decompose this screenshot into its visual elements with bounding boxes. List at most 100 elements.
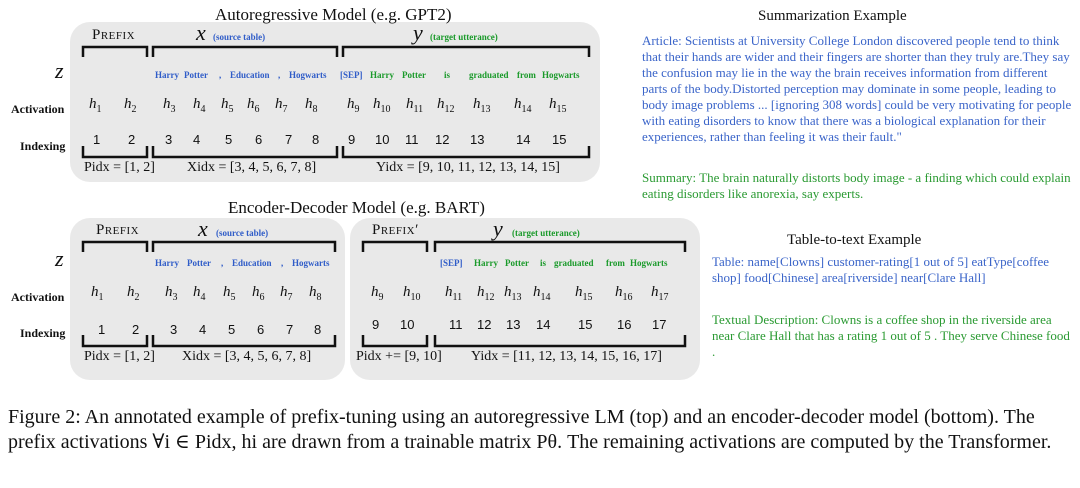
y-bracket xyxy=(341,45,591,57)
activation: h4 xyxy=(193,96,206,115)
index-number: 10 xyxy=(400,317,415,332)
x-index-formula: Xidx = [3, 4, 5, 6, 7, 8] xyxy=(187,160,317,175)
activation: h15 xyxy=(549,96,567,115)
token: Potter xyxy=(184,70,208,80)
token: Potter xyxy=(187,258,211,268)
prefix2-label: Prefix′ xyxy=(372,222,419,238)
activation: h6 xyxy=(252,284,265,303)
index-number: 3 xyxy=(165,132,173,147)
index-number: 4 xyxy=(193,132,201,147)
index-number: 13 xyxy=(470,132,485,147)
encoder-panel xyxy=(70,218,345,380)
activation-label: Activation xyxy=(11,290,65,304)
activation: h11 xyxy=(445,284,463,303)
index-number: 12 xyxy=(435,132,450,147)
x-bracket xyxy=(151,240,337,252)
activation: h12 xyxy=(437,96,455,115)
y-index-bracket xyxy=(341,146,591,159)
index-number: 2 xyxy=(132,322,140,337)
x-index-formula: Xidx = [3, 4, 5, 6, 7, 8] xyxy=(182,349,312,364)
activation: h11 xyxy=(406,96,424,115)
activation: h14 xyxy=(533,284,551,303)
activation: h10 xyxy=(403,284,421,303)
autoregressive-panel xyxy=(70,22,600,182)
index-number: 14 xyxy=(516,132,531,147)
index-number: 3 xyxy=(170,322,178,337)
index-number: 7 xyxy=(286,322,294,337)
encoder-decoder-title: Encoder-Decoder Model (e.g. BART) xyxy=(228,198,485,217)
figure-caption: Figure 2: An annotated example of prefix… xyxy=(8,406,1052,453)
index-number: 6 xyxy=(255,132,263,147)
source-table-tag: (source table) xyxy=(216,228,269,238)
x-bracket xyxy=(151,45,339,57)
activation: h4 xyxy=(193,284,206,303)
target-utterance-tag: (target utterance) xyxy=(430,32,498,42)
activation: h7 xyxy=(280,284,293,303)
token: graduated xyxy=(554,258,594,268)
token: Harry xyxy=(474,258,498,268)
y-variable: y xyxy=(413,20,423,45)
token: [SEP] xyxy=(440,258,463,268)
activation: h7 xyxy=(275,96,288,115)
prefix-index-formula: Pidx = [1, 2] xyxy=(84,349,155,364)
activation: h5 xyxy=(221,96,234,115)
index-number: 8 xyxy=(314,322,322,337)
index-number: 7 xyxy=(285,132,293,147)
index-number: 17 xyxy=(652,317,667,332)
activation: h12 xyxy=(477,284,495,303)
prefix2-index-bracket xyxy=(361,335,429,348)
token: from xyxy=(606,258,625,268)
token: Education xyxy=(230,70,270,80)
activation: h10 xyxy=(373,96,391,115)
z-label: z xyxy=(55,246,64,271)
token: Hogwarts xyxy=(542,70,580,80)
token: Hogwarts xyxy=(292,258,330,268)
prefix-bracket xyxy=(81,240,149,252)
index-number: 5 xyxy=(225,132,233,147)
table-to-text-title: Table-to-text Example xyxy=(787,232,922,248)
activation: h17 xyxy=(651,284,669,303)
token: , xyxy=(281,258,284,268)
table-to-text-table: Table: name[Clowns] customer-rating[1 ou… xyxy=(712,254,1049,285)
target-utterance-tag: (target utterance) xyxy=(512,228,580,238)
index-number: 10 xyxy=(375,132,390,147)
activation: h14 xyxy=(514,96,532,115)
index-number: 2 xyxy=(128,132,136,147)
activation: h8 xyxy=(309,284,322,303)
prefix-label: Prefix xyxy=(96,222,140,238)
index-number: 5 xyxy=(228,322,236,337)
index-number: 8 xyxy=(312,132,320,147)
index-number: 9 xyxy=(348,132,356,147)
index-number: 1 xyxy=(98,322,106,337)
index-number: 15 xyxy=(552,132,567,147)
activation: h15 xyxy=(575,284,593,303)
activation: h13 xyxy=(473,96,491,115)
prefix-index-bracket xyxy=(81,146,149,159)
index-number: 15 xyxy=(578,317,593,332)
activation: h6 xyxy=(247,96,260,115)
token: Hogwarts xyxy=(630,258,668,268)
token: is xyxy=(444,70,451,80)
prefix-index-bracket xyxy=(81,335,149,348)
token: Potter xyxy=(402,70,426,80)
token: Education xyxy=(232,258,272,268)
prefix2-index-formula: Pidx += [9, 10] xyxy=(356,349,442,364)
index-number: 11 xyxy=(449,317,463,332)
z-label: z xyxy=(55,58,64,83)
token: from xyxy=(517,70,536,80)
x-variable: x xyxy=(198,216,208,241)
y-bracket xyxy=(433,240,687,252)
source-table-tag: (source table) xyxy=(213,32,266,42)
x-index-bracket xyxy=(151,146,339,159)
token: Harry xyxy=(155,258,179,268)
activation: h1 xyxy=(91,284,104,303)
index-number: 4 xyxy=(199,322,207,337)
token: , xyxy=(221,258,224,268)
y-index-formula: Yidx = [9, 10, 11, 12, 13, 14, 15] xyxy=(376,160,560,175)
index-number: 14 xyxy=(536,317,551,332)
prefix-index-formula: Pidx = [1, 2] xyxy=(84,160,155,175)
y-index-formula: Yidx = [11, 12, 13, 14, 15, 16, 17] xyxy=(471,349,662,364)
activation: h13 xyxy=(504,284,522,303)
x-index-bracket xyxy=(151,335,337,348)
summarization-summary: Summary: The brain naturally distorts bo… xyxy=(642,170,1071,201)
